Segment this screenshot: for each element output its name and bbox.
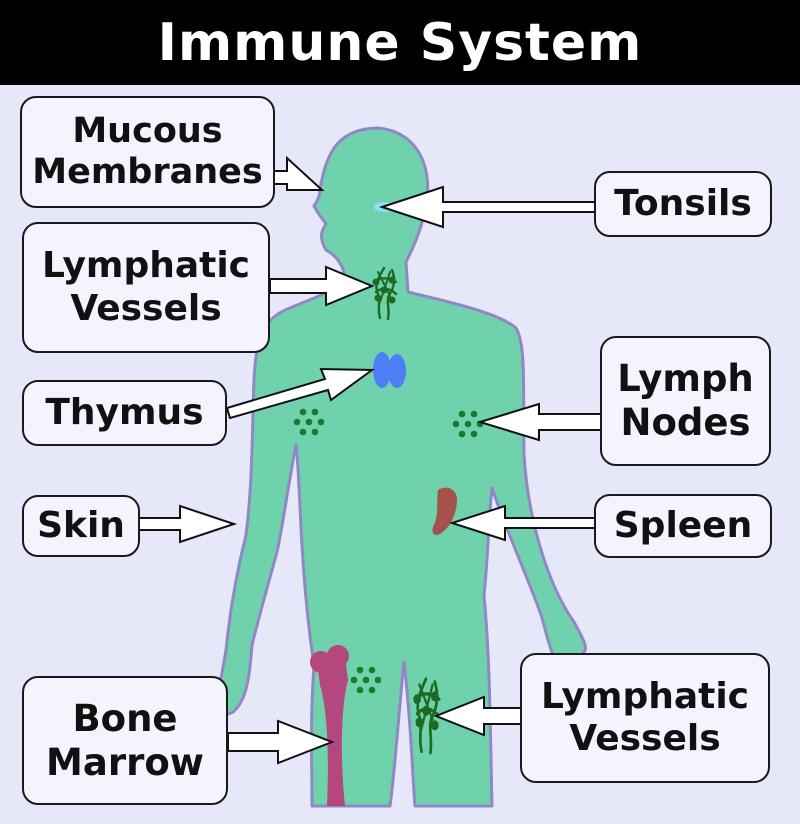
spleen-label: Spleen	[594, 494, 772, 558]
lymphatic-vessels-upper-arrow	[269, 265, 375, 307]
title-bar: Immune System	[0, 0, 800, 85]
bone-marrow-femur	[310, 645, 349, 806]
skin-label: Skin	[22, 495, 140, 557]
tonsils-label: Tonsils	[594, 171, 772, 237]
spleen-arrow	[448, 504, 597, 542]
mucous-membranes-label: Mucous Membranes	[20, 96, 275, 208]
lymph-nodes-label: Lymph Nodes	[600, 336, 771, 466]
thymus-label: Thymus	[22, 380, 227, 446]
page-title: Immune System	[157, 12, 643, 73]
bone-marrow-label: Bone Marrow	[22, 676, 228, 805]
mucous-membranes-arrow	[271, 155, 325, 191]
spleen-organ	[432, 487, 458, 535]
skin-arrow	[137, 504, 238, 544]
lymphatic-vessels-upper-label: Lymphatic Vessels	[22, 222, 270, 353]
bone-marrow-arrow	[227, 719, 335, 765]
tonsils-arrow	[378, 185, 597, 229]
thymus-organ	[373, 352, 406, 388]
lymphatic-vessels-lower-label: Lymphatic Vessels	[520, 653, 770, 783]
lymphatic-vessels-lower-arrow	[433, 695, 522, 737]
lymph-nodes-arrow	[476, 402, 602, 442]
thymus-arrow	[225, 367, 375, 420]
